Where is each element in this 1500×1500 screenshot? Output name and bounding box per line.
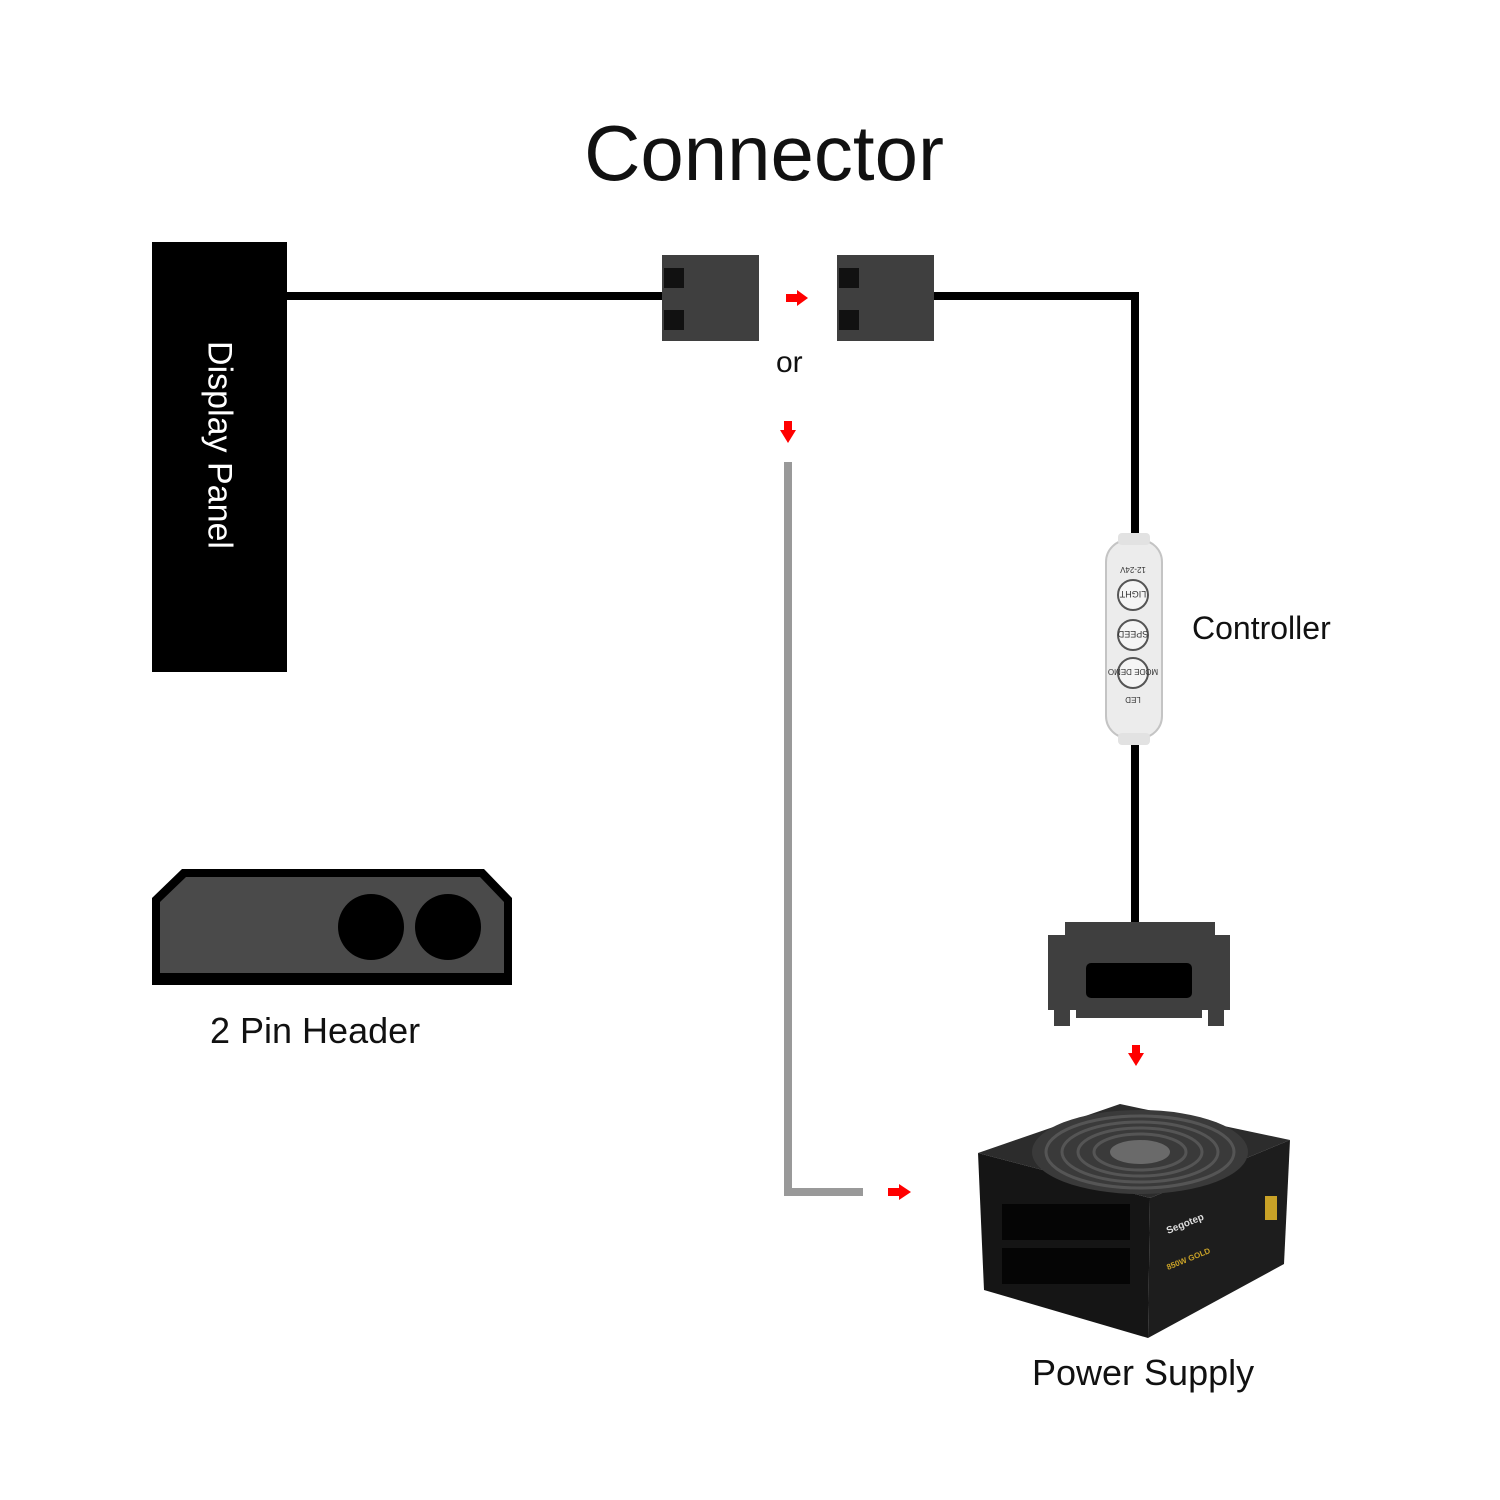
connector-right xyxy=(837,255,934,341)
svg-text:12-24V: 12-24V xyxy=(1119,565,1145,574)
alt-wire xyxy=(784,462,863,1196)
or-label: or xyxy=(776,346,803,379)
pin-header-label: 2 Pin Header xyxy=(210,1010,421,1051)
display-panel-label: Display Panel xyxy=(200,341,239,549)
arrow-right-icon xyxy=(786,290,808,306)
pin-hole xyxy=(338,894,404,960)
page-title: Connector xyxy=(584,109,944,197)
svg-text:MODE DEMO: MODE DEMO xyxy=(1108,667,1158,676)
sata-connector xyxy=(1048,922,1230,1026)
power-supply-unit: Segotep 850W GOLD xyxy=(978,1104,1290,1338)
controller-device: LIGHT SPEED MODE DEMO 12-24V LED xyxy=(1105,533,1163,745)
svg-text:LED: LED xyxy=(1125,695,1141,704)
svg-text:LIGHT: LIGHT xyxy=(1119,589,1146,599)
pin-header-shape xyxy=(152,869,512,985)
arrow-down-icon xyxy=(780,421,796,443)
power-supply-label: Power Supply xyxy=(1032,1352,1255,1393)
svg-text:SPEED: SPEED xyxy=(1117,629,1148,639)
wire-connector-to-controller xyxy=(934,292,1139,540)
arrow-right-psu-icon xyxy=(888,1184,911,1200)
controller-label: Controller xyxy=(1192,610,1331,646)
connector-left xyxy=(662,255,759,341)
display-panel-block xyxy=(152,242,287,672)
pin-hole xyxy=(415,894,481,960)
arrow-down-psu-icon xyxy=(1128,1045,1144,1066)
